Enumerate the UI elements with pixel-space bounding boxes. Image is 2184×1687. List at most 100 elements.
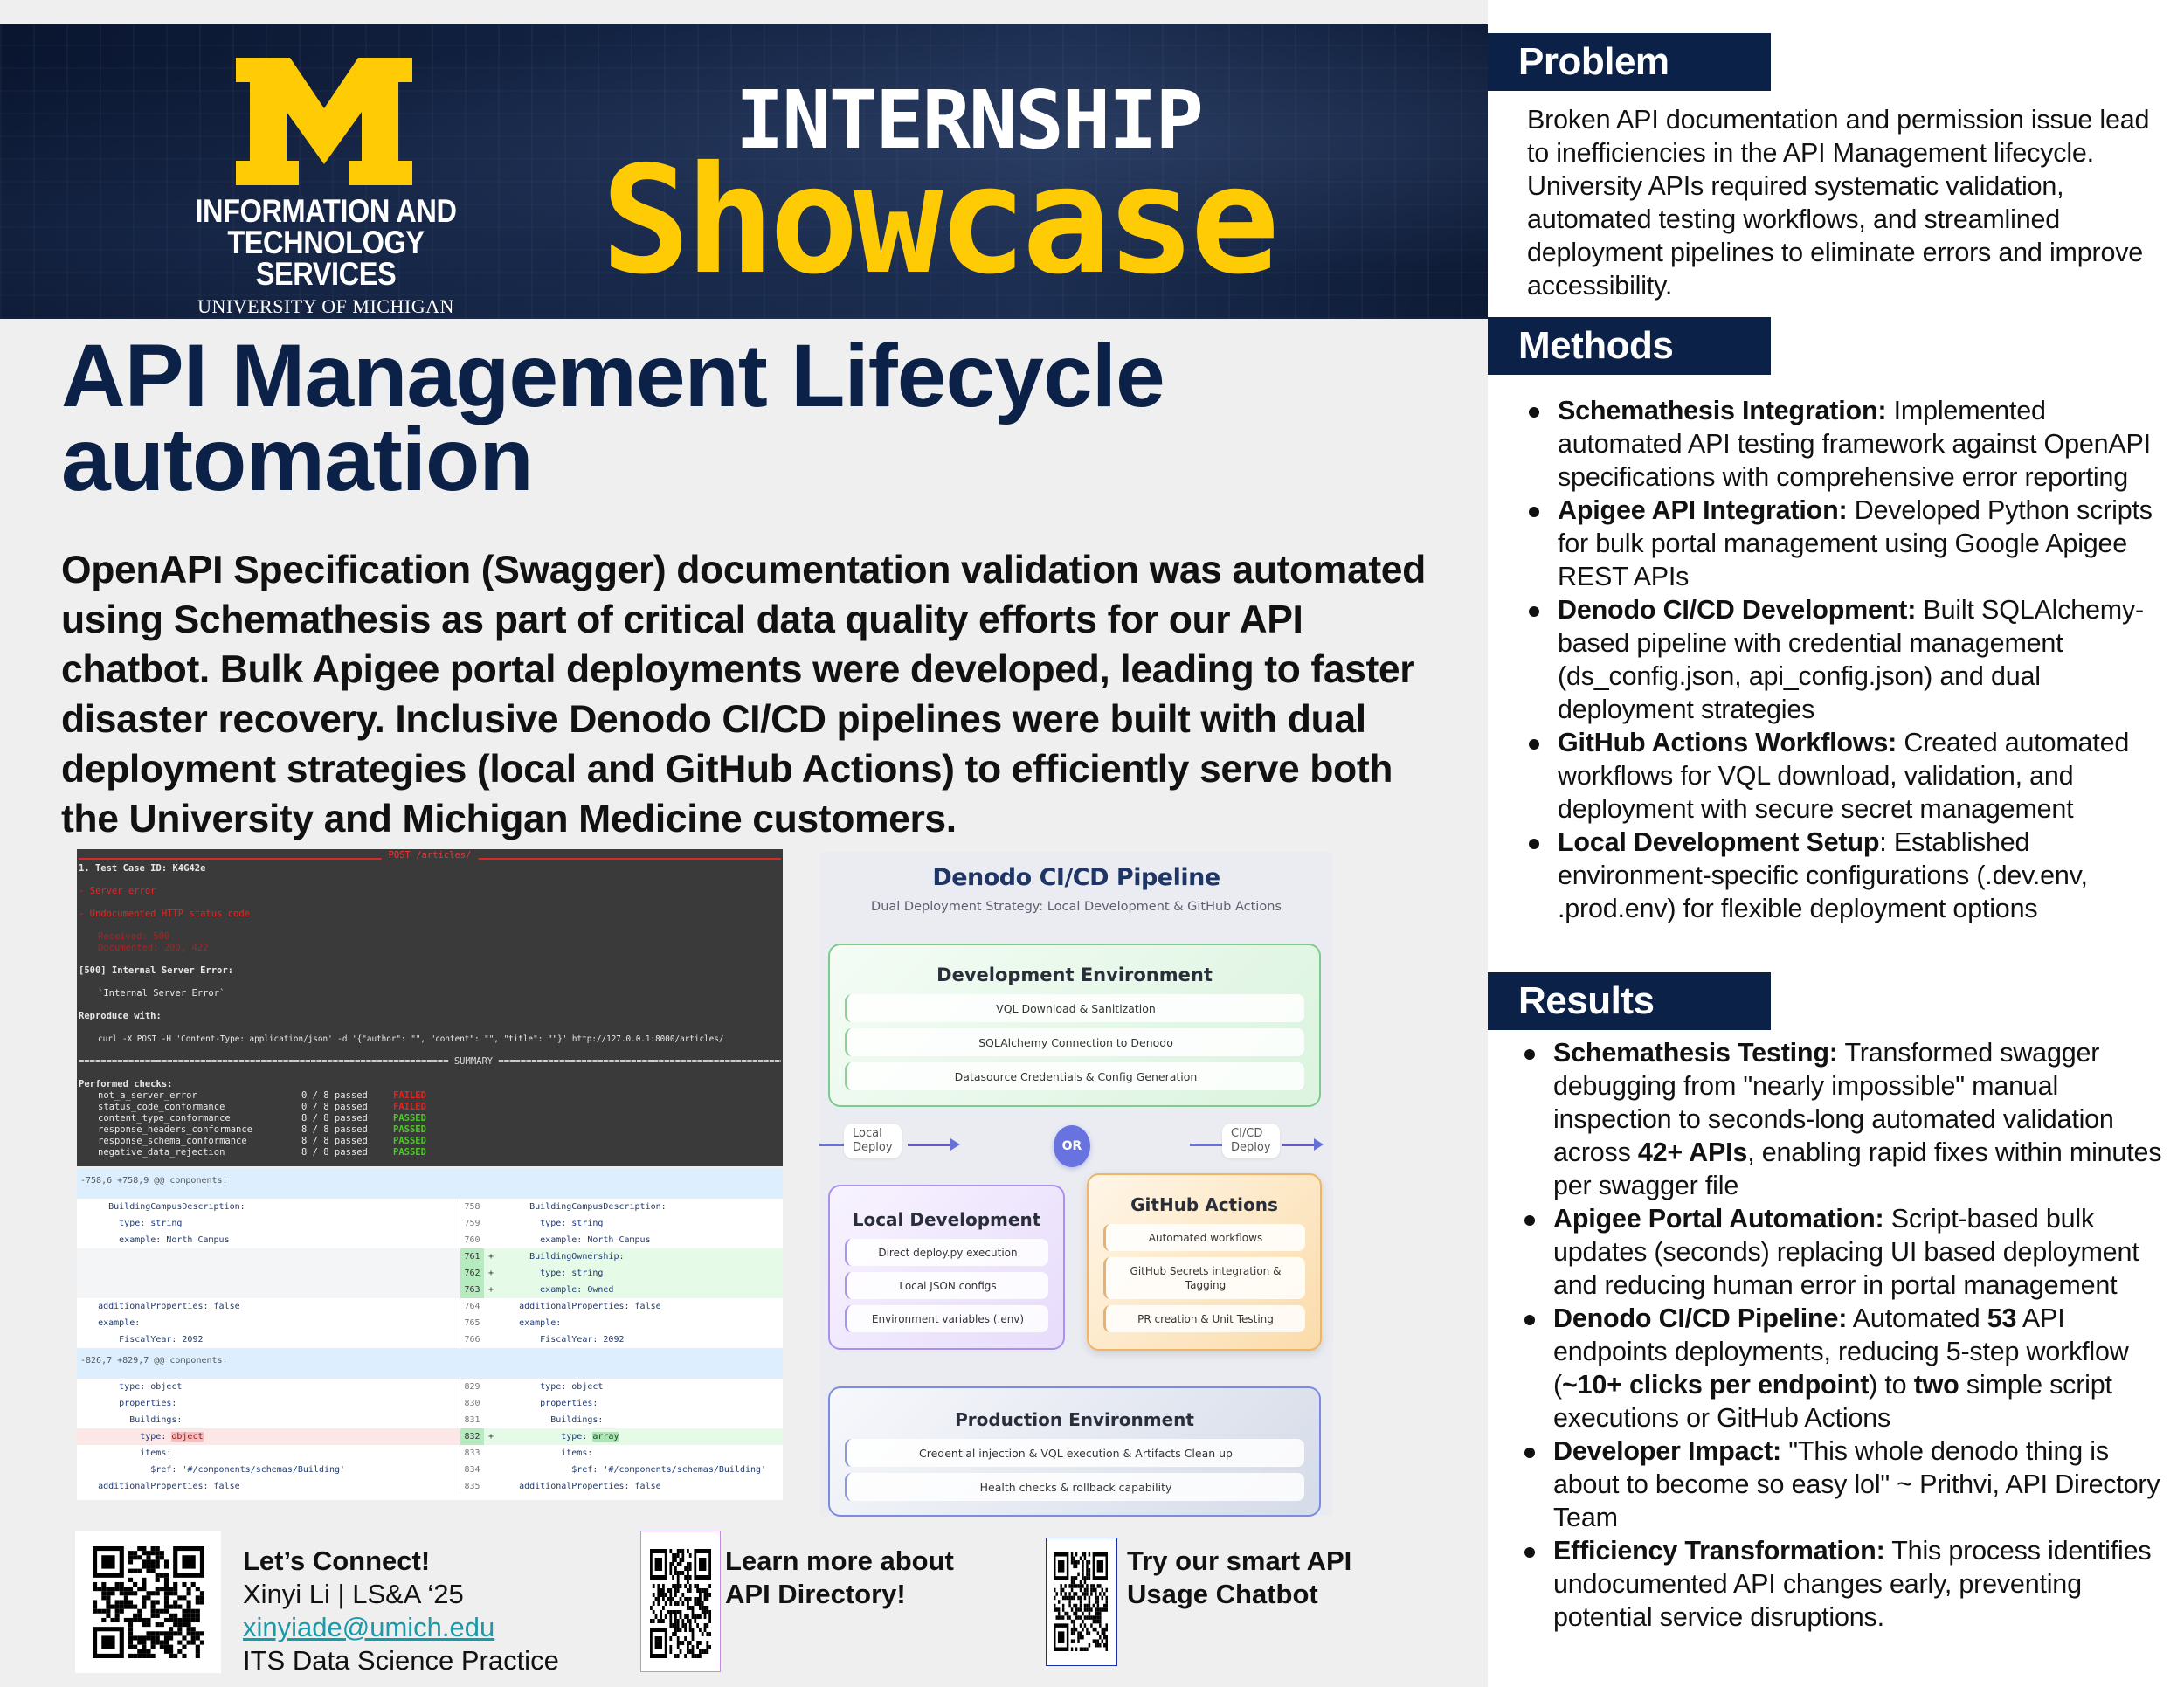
line-number: 833 — [464, 1448, 480, 1458]
qr-code-contact[interactable] — [75, 1531, 221, 1673]
check-name: content_type_conformance — [98, 1113, 231, 1124]
local-deploy-label: Local Deploy — [844, 1124, 902, 1158]
check-count: 0 / 8 passed — [301, 1090, 368, 1101]
cta-line: Learn more about — [725, 1545, 954, 1576]
contact-team: ITS Data Science Practice — [243, 1645, 559, 1676]
methods-item-label: Local Development Setup — [1558, 827, 1880, 857]
check-count: 8 / 8 passed — [301, 1136, 368, 1146]
diff-left-code: Buildings: — [77, 1412, 460, 1428]
step-item: Local JSON configs — [845, 1272, 1048, 1299]
chatbot-cta: Try our smart API Usage Chatbot — [1127, 1545, 1351, 1611]
line-number: 830 — [464, 1399, 480, 1408]
diff-sign — [484, 1215, 498, 1232]
diff-right-code: $ref: '#/components/schemas/Building' — [498, 1465, 767, 1475]
results-item: Schemathesis Testing: Transformed swagge… — [1518, 1036, 2178, 1202]
diff-sign — [484, 1315, 498, 1331]
block-m-logo-icon — [236, 58, 412, 185]
diff-row: Buildings:831 Buildings: — [77, 1412, 783, 1428]
terminal-title-rule: POST /articles/ — [79, 849, 781, 863]
diff-right-code: additionalProperties: false — [498, 1482, 661, 1491]
results-highlight: two — [1913, 1370, 1959, 1400]
check-count: 8 / 8 passed — [301, 1147, 368, 1158]
diff-sign: + — [484, 1428, 498, 1445]
check-name: status_code_conformance — [98, 1102, 225, 1112]
step-item: GitHub Secrets integration & Tagging — [1103, 1257, 1305, 1299]
arrow-line — [1282, 1144, 1316, 1146]
github-actions-box: GitHub Actions Automated workflows GitHu… — [1087, 1173, 1322, 1351]
diff-right-code: example: Owned — [498, 1282, 783, 1298]
diff-sign: + — [484, 1248, 498, 1265]
terminal-endpoint-title: POST /articles/ — [381, 850, 479, 861]
qr-code-chatbot[interactable] — [1046, 1538, 1117, 1666]
line-number: 766 — [464, 1335, 480, 1345]
diff-row: 761+ BuildingOwnership: — [77, 1248, 783, 1265]
results-highlight: ~10+ clicks per endpoint — [1561, 1370, 1870, 1400]
line-number: 762 — [460, 1265, 484, 1282]
denodo-pipeline-diagram: Denodo CI/CD Pipeline Dual Deployment St… — [819, 852, 1333, 1517]
step-item: Datasource Credentials & Config Generati… — [845, 1062, 1304, 1090]
diff-left-code: example: North Campus — [77, 1232, 460, 1248]
diff-right-code: type: string — [498, 1219, 604, 1228]
contact-heading: Let’s Connect! — [243, 1545, 431, 1576]
schemathesis-terminal-output: POST /articles/ 1. Test Case ID: K4G42e … — [77, 849, 783, 1166]
line-number: 765 — [464, 1318, 480, 1328]
diff-right-code: items: — [498, 1448, 593, 1458]
diff-left-code: FiscalYear: 2092 — [77, 1331, 460, 1348]
diff-sign — [484, 1395, 498, 1412]
line-number: 761 — [460, 1248, 484, 1265]
swagger-diff-view: -758,6 +758,9 @@ components: BuildingCam… — [77, 1168, 783, 1500]
diagram-subtitle: Dual Deployment Strategy: Local Developm… — [871, 900, 1282, 914]
methods-heading: Methods — [1488, 317, 1771, 375]
diff-right-code: additionalProperties: false — [498, 1302, 661, 1311]
its-wordmark: INFORMATION AND TECHNOLOGY SERVICES UNIV… — [147, 195, 505, 318]
diff-right-code: example: — [498, 1318, 562, 1328]
methods-item-label: Apigee API Integration: — [1558, 495, 1848, 525]
diff-sign — [484, 1462, 498, 1478]
results-item-label: Schemathesis Testing: — [1553, 1038, 1838, 1068]
diff-left-code — [77, 1265, 460, 1282]
qr-code-icon — [1054, 1552, 1108, 1651]
diff-row: 763+ example: Owned — [77, 1282, 783, 1298]
diff-right-code: BuildingOwnership: — [498, 1248, 783, 1265]
methods-item-label: GitHub Actions Workflows: — [1558, 728, 1897, 757]
qr-code-api-directory[interactable] — [640, 1531, 721, 1672]
methods-item-text: Built SQLAlchemy-based pipeline with cre… — [1558, 595, 2144, 724]
contact-email-link[interactable]: xinyiade@umich.edu — [243, 1612, 495, 1642]
check-name: response_headers_conformance — [98, 1124, 253, 1135]
cta-line: Try our smart API — [1127, 1545, 1352, 1576]
problem-heading: Problem — [1488, 33, 1771, 91]
diff-row: 762+ type: string — [77, 1265, 783, 1282]
methods-item: Schemathesis Integration: Implemented au… — [1523, 394, 2174, 494]
arrow-right-icon — [950, 1138, 960, 1151]
cicd-deploy-label: CI/CD Deploy — [1222, 1124, 1280, 1158]
error-undocumented-status: - Undocumented HTTP status code — [79, 909, 250, 919]
results-item: Developer Impact: "This whole denodo thi… — [1518, 1435, 2178, 1534]
results-item-text: , enabling rapid fixes within minutes pe… — [1553, 1137, 2162, 1200]
methods-item: GitHub Actions Workflows: Created automa… — [1523, 726, 2174, 826]
diff-left-code: items: — [77, 1445, 460, 1462]
poster-title-line1: API Management Lifecycle — [61, 326, 1165, 425]
check-status-badge: FAILED — [393, 1090, 426, 1101]
diff-left-code — [77, 1248, 460, 1265]
diff-sign — [484, 1445, 498, 1462]
diff-sign — [484, 1478, 498, 1495]
results-highlight: 42+ APIs — [1637, 1137, 1748, 1167]
check-name: negative_data_rejection — [98, 1147, 225, 1158]
diff-hunk-1: BuildingCampusDescription:758 BuildingCa… — [77, 1199, 783, 1348]
event-title-line2: Showcase — [601, 135, 1280, 308]
methods-item-label: Schemathesis Integration: — [1558, 396, 1887, 425]
line-number: 760 — [464, 1235, 480, 1245]
diff-left-code — [77, 1282, 460, 1298]
step-item: PR creation & Unit Testing — [1103, 1305, 1305, 1332]
check-status-badge: PASSED — [393, 1124, 426, 1135]
error-server: - Server error — [79, 886, 156, 896]
step-item: Automated workflows — [1103, 1224, 1305, 1251]
event-title-line1: INTERNSHIP — [736, 73, 1204, 167]
